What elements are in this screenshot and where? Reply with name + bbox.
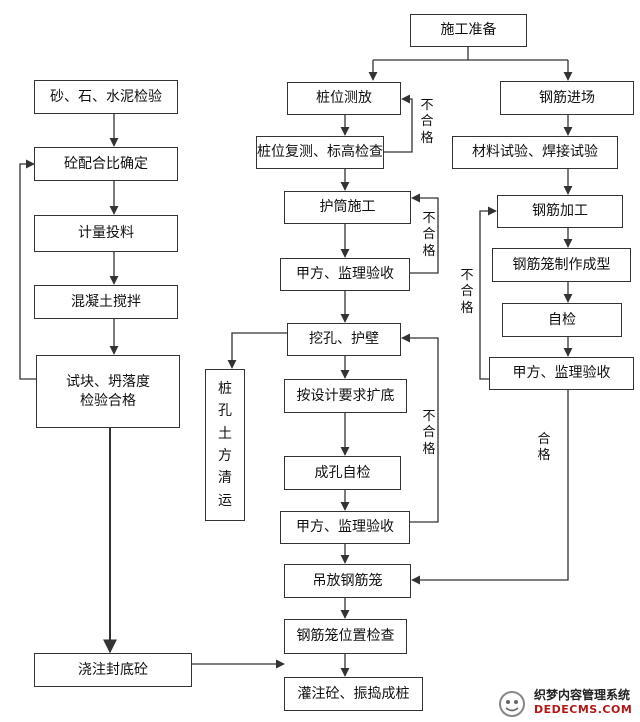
node-concrete-mixing: 混凝土搅拌 (34, 285, 178, 319)
node-bottom-expand: 按设计要求扩底 (284, 379, 407, 413)
node-earth-removal: 桩 孔 土 方 清 运 (205, 369, 245, 521)
node-materials-inspection: 砂、石、水泥检验 (34, 80, 178, 114)
node-steel-processing: 钢筋加工 (497, 195, 623, 228)
watermark-line2: DEDECMS.COM (534, 703, 633, 716)
node-cage-making: 钢筋笼制作成型 (492, 248, 631, 282)
node-sample-slump: 试块、坍落度 检验合格 (36, 355, 180, 428)
node-cage-position-check: 钢筋笼位置检查 (284, 619, 407, 654)
node-hole-selfcheck: 成孔自检 (284, 456, 401, 490)
node-acceptance-2: 甲方、监理验收 (280, 511, 410, 544)
node-pour-pile: 灌注砼、振捣成桩 (284, 677, 423, 711)
node-metering: 计量投料 (34, 215, 178, 252)
watermark-line1: 织梦内容管理系统 (534, 688, 631, 702)
node-acceptance-1: 甲方、监理验收 (280, 258, 410, 291)
label-fail-4: 不 合 格 (460, 268, 474, 316)
node-dig-wall: 挖孔、护壁 (287, 323, 401, 356)
node-self-check: 自检 (502, 303, 622, 337)
node-steel-arrival: 钢筋进场 (500, 81, 634, 115)
node-pile-recheck: 桩位复测、标高检查 (256, 136, 384, 169)
node-construction-prep: 施工准备 (410, 14, 527, 47)
label-fail-2: 不 合 格 (422, 211, 436, 259)
label-fail-3: 不 合 格 (422, 409, 436, 457)
dedecms-logo-icon (499, 691, 525, 717)
label-fail-1: 不 合 格 (420, 98, 434, 146)
node-pile-survey: 桩位测放 (287, 82, 401, 115)
node-mix-ratio: 砼配合比确定 (34, 147, 178, 181)
label-pass: 合 格 (537, 432, 551, 464)
node-casing: 护筒施工 (284, 191, 411, 224)
node-steel-test: 材料试验、焊接试验 (452, 136, 618, 169)
node-hang-cage: 吊放钢筋笼 (284, 564, 411, 598)
watermark: 织梦内容管理系统 DEDECMS.COM (494, 686, 640, 722)
node-bottom-sealing-pour: 浇注封底砼 (34, 653, 192, 687)
node-acceptance-3: 甲方、监理验收 (489, 357, 634, 390)
